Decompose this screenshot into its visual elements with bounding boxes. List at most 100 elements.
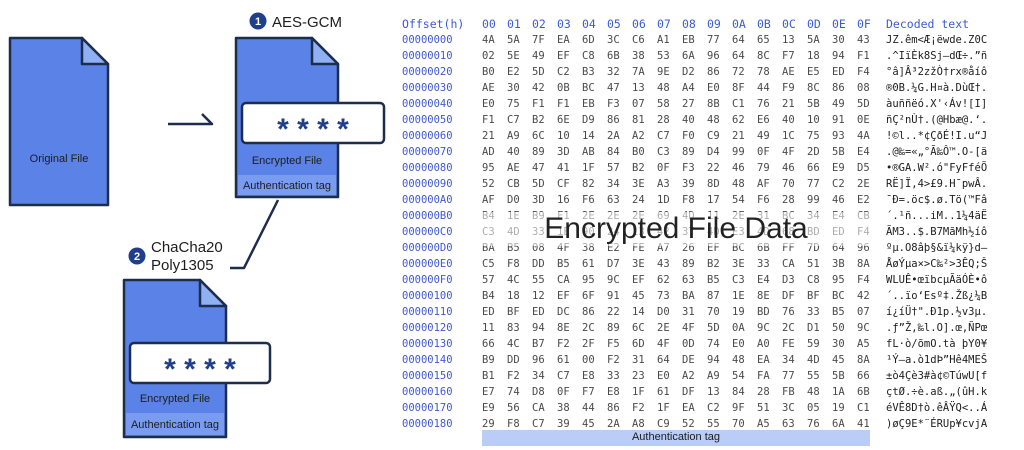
row-offset: 00000170: [402, 402, 453, 414]
hex-byte: 51: [757, 402, 770, 414]
hex-byte: 54: [732, 370, 745, 382]
hex-byte: C9: [707, 130, 720, 142]
decoded-text: )øÇ9E*¨ÉRUp¥cvjA: [886, 418, 988, 430]
hex-byte: F2: [507, 370, 520, 382]
auth-tag-label: Authentication tag: [131, 419, 219, 431]
hex-byte: 4F: [557, 242, 570, 254]
row-offset: 00000060: [402, 130, 453, 142]
decoded-text: ¹Ý–a.ò1dÞ”Hê4MEŠ: [886, 354, 988, 366]
hex-byte: 8A: [857, 258, 870, 270]
hex-byte: 8E: [557, 322, 570, 334]
hex-byte: 31: [682, 306, 695, 318]
hex-byte: 64: [657, 354, 670, 366]
hex-byte: 77: [807, 178, 820, 190]
hex-byte: 7D: [807, 242, 820, 254]
column-header: 09: [707, 17, 721, 31]
hex-byte: 40: [782, 114, 795, 126]
hex-byte: 31: [632, 354, 645, 366]
hex-byte: AB: [582, 146, 595, 158]
hex-byte: 24: [632, 194, 645, 206]
hex-byte: 55: [707, 418, 720, 430]
hex-byte: FE: [782, 338, 795, 350]
hex-byte: 08: [532, 242, 545, 254]
step2-algorithm-line2: Poly1305: [151, 257, 214, 274]
hex-byte: EA: [557, 34, 570, 46]
hex-byte: 5D: [532, 178, 545, 190]
hex-byte: AE: [507, 162, 520, 174]
hex-byte: 33: [807, 306, 820, 318]
hex-byte: 3C: [782, 402, 795, 414]
hex-byte: 89: [682, 146, 695, 158]
hex-byte: 19: [732, 306, 745, 318]
hex-byte: 33: [607, 370, 620, 382]
hex-byte: 54: [732, 194, 745, 206]
hex-byte: 96: [707, 50, 720, 62]
hex-byte: 0A: [732, 322, 745, 334]
hex-byte: 56: [507, 402, 520, 414]
hex-byte: B9: [482, 354, 495, 366]
hex-byte: EF: [557, 290, 570, 302]
hex-byte: 4F: [682, 322, 695, 334]
hex-byte: F2: [632, 402, 645, 414]
hex-byte: 16: [557, 194, 570, 206]
hex-byte: B5: [507, 242, 520, 254]
hex-byte: C8: [582, 50, 595, 62]
decoded-text: °â]Â³2zžÒ†rx®åíô: [886, 66, 988, 78]
hex-byte: 57: [482, 274, 495, 286]
mask-asterisks: * * * *: [277, 113, 349, 146]
column-header: 00: [482, 17, 496, 31]
hex-byte: 45: [632, 290, 645, 302]
hex-byte: 3D: [532, 194, 545, 206]
decoded-text: RË]Ï‚4>£9.H¯pwÂ.: [886, 178, 988, 190]
hex-byte: F8: [507, 418, 520, 430]
hex-byte: DE: [682, 354, 695, 366]
hex-byte: C7: [507, 114, 520, 126]
hex-byte: AE: [782, 66, 795, 78]
hex-byte: 1E: [557, 226, 570, 238]
hex-byte: B1: [482, 370, 495, 382]
hex-byte: F4: [857, 66, 870, 78]
hex-byte: EF: [557, 50, 570, 62]
decoded-text: •®GA.W².ó"FyFféÕ: [886, 162, 988, 174]
hex-byte: F1: [482, 114, 495, 126]
hex-byte: F2: [557, 338, 570, 350]
hex-byte: 44: [757, 82, 770, 94]
hex-byte: 3E: [632, 178, 645, 190]
hex-byte: 74: [707, 338, 720, 350]
hex-byte: C8: [807, 274, 820, 286]
decoded-text: ñÇ²nÙ†.(@Hbæ@.‘.: [886, 114, 988, 126]
decoded-text: ®0B.¼G.H¤à.DùŒ†.: [886, 82, 988, 94]
hex-byte: C7: [532, 418, 545, 430]
hex-byte: 28: [657, 114, 670, 126]
hex-byte: B2: [707, 258, 720, 270]
hex-byte: A4: [682, 82, 695, 94]
hex-byte: 1D: [657, 194, 670, 206]
row-offset: 000000E0: [402, 258, 453, 270]
hex-byte: 00: [582, 354, 595, 366]
hex-byte: 38: [557, 402, 570, 414]
hex-byte: 0F: [557, 386, 570, 398]
hex-byte: 68: [782, 226, 795, 238]
hex-byte: E9: [482, 402, 495, 414]
hex-byte: C2: [832, 178, 845, 190]
hex-byte: 86: [607, 114, 620, 126]
hex-byte: 28: [757, 386, 770, 398]
hex-byte: 9F: [732, 402, 745, 414]
hex-byte: 6A: [682, 50, 695, 62]
hex-byte: C1: [857, 402, 870, 414]
decoded-text: çtØ.÷è.aß.„(ûH.k: [886, 386, 988, 398]
hex-byte: 30: [832, 338, 845, 350]
hex-byte: B2: [532, 114, 545, 126]
hex-byte: 2C: [582, 322, 595, 334]
hex-byte: 07: [857, 306, 870, 318]
hex-byte: 39: [682, 178, 695, 190]
hex-byte: 86: [582, 306, 595, 318]
hex-byte: F8: [507, 258, 520, 270]
hex-byte: 0E: [857, 114, 870, 126]
hex-byte: 2E: [607, 210, 620, 222]
row-offset: 00000090: [402, 178, 453, 190]
